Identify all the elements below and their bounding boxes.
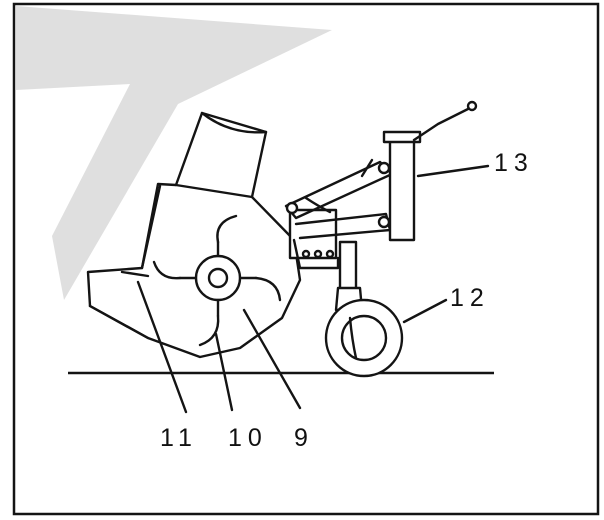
wheel-tire — [324, 298, 404, 378]
wheel-strut — [338, 240, 358, 292]
rotor-housing — [86, 111, 302, 359]
depth-wheel — [324, 240, 404, 378]
hitch-linkage — [284, 158, 394, 270]
rotor-hub — [194, 254, 242, 302]
rotor-tines — [120, 214, 282, 347]
leader-lines — [136, 164, 490, 414]
leader-9 — [242, 308, 302, 410]
mast-assembly — [382, 100, 478, 242]
callout-12: 12 — [450, 284, 490, 312]
watermark-arrow-shape — [16, 6, 332, 300]
mast-post — [388, 136, 416, 242]
rotor-hub-center — [207, 267, 229, 289]
wheel-rim — [340, 314, 388, 362]
leader-12 — [402, 298, 448, 324]
callout-11: 11 — [160, 424, 198, 452]
callout-9: 9 — [294, 424, 314, 452]
leader-10 — [214, 332, 234, 412]
callout-10: 10 — [228, 424, 268, 452]
callout-13: 13 — [494, 149, 534, 177]
leader-13 — [416, 164, 490, 178]
leader-11 — [136, 280, 188, 414]
